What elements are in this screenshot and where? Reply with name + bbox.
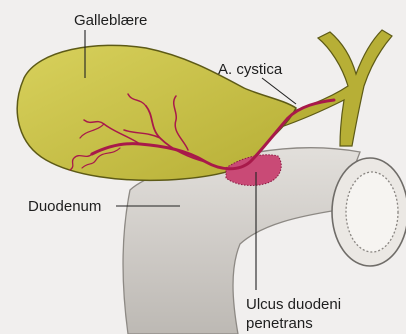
label-ulcer-line2: penetrans bbox=[246, 315, 313, 332]
duodenum-lumen bbox=[346, 172, 398, 252]
label-gallbladder: Galleblære bbox=[74, 12, 147, 29]
label-duodenum: Duodenum bbox=[28, 198, 101, 215]
label-cystic-artery: A. cystica bbox=[218, 61, 283, 78]
label-ulcer-line1: Ulcus duodeni bbox=[246, 296, 341, 313]
